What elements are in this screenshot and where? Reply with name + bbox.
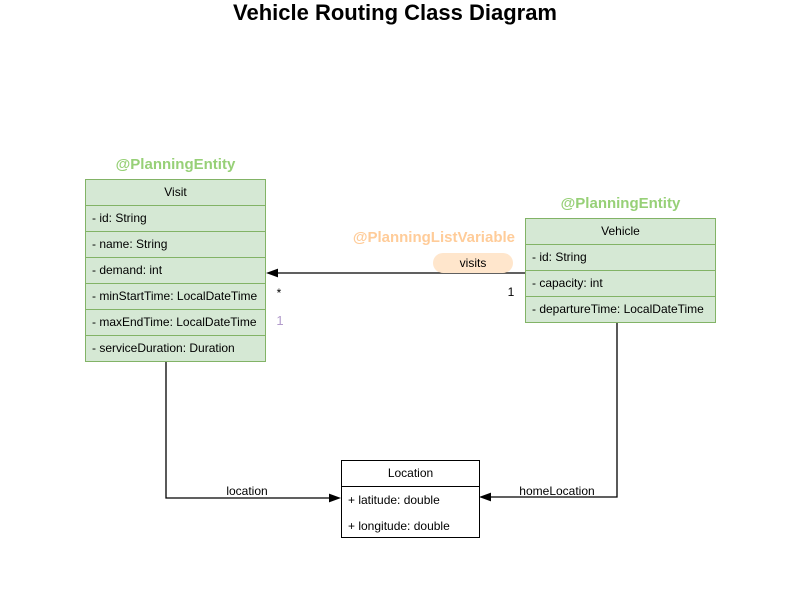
home-location-edge-line xyxy=(491,322,618,498)
visits-edge-arrowhead-icon xyxy=(266,268,278,278)
location-attribute-latitude: + latitude: double xyxy=(348,493,440,507)
vehicle-attribute-capacity: - capacity: int xyxy=(526,271,715,297)
vehicle-attribute-departure-time: - departureTime: LocalDateTime xyxy=(532,302,704,316)
planning-list-variable-annotation: @PlanningListVariable xyxy=(352,229,515,246)
location-edge-line xyxy=(165,361,330,499)
visits-target-multiplicity: * xyxy=(276,286,282,300)
home-location-edge-arrowhead-icon xyxy=(479,492,491,502)
vehicle-attribute-id: - id: String xyxy=(526,245,715,271)
diagram-title: Vehicle Routing Class Diagram xyxy=(233,0,557,25)
class-vehicle-name: Vehicle xyxy=(526,219,715,245)
vehicle-planning-entity-annotation: @PlanningEntity xyxy=(560,195,681,212)
visits-source-multiplicity: 1 xyxy=(507,285,515,299)
visit-attribute-name: - name: String xyxy=(86,232,265,258)
class-visit: Visit - id: String - name: String - dema… xyxy=(85,179,266,362)
visit-attribute-max-end-time: - maxEndTime: LocalDateTime xyxy=(86,310,265,336)
home-location-edge-label: homeLocation xyxy=(519,484,595,498)
class-location-name: Location xyxy=(342,461,479,487)
class-visit-name: Visit xyxy=(86,180,265,206)
visit-attribute-min-start-time: - minStartTime: LocalDateTime xyxy=(86,284,265,310)
visit-attribute-id: - id: String xyxy=(86,206,265,232)
visit-planning-entity-annotation: @PlanningEntity xyxy=(115,156,236,173)
visit-attribute-service-duration: - serviceDuration: Duration xyxy=(92,341,235,355)
location-edge-label: location xyxy=(226,484,268,498)
visits-edge-label: visits xyxy=(433,253,513,273)
location-attribute-longitude: + longitude: double xyxy=(348,519,450,533)
class-vehicle: Vehicle - id: String - capacity: int - d… xyxy=(525,218,716,323)
visits-overlay-multiplicity: 1 xyxy=(276,313,284,328)
location-edge-arrowhead-icon xyxy=(329,493,341,503)
visit-attribute-demand: - demand: int xyxy=(86,258,265,284)
class-location: Location + latitude: double + longitude:… xyxy=(341,460,480,538)
